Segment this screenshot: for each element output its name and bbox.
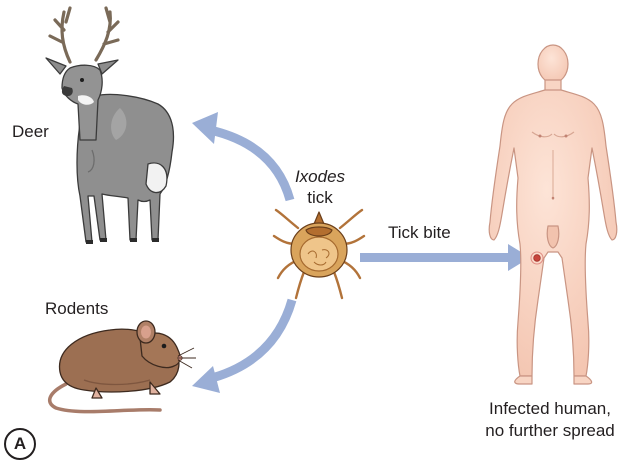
- label-outcome-line2: no further spread: [466, 421, 634, 441]
- label-vector-word: tick: [282, 188, 358, 208]
- human-illustration: [489, 45, 617, 384]
- rodent-illustration: [50, 321, 196, 412]
- arrow-tick-to-deer: [192, 112, 290, 200]
- label-rodents: Rodents: [45, 299, 108, 319]
- panel-badge: A: [4, 428, 36, 460]
- label-outcome-line1: Infected human,: [466, 399, 634, 419]
- label-vector-genus: Ixodes: [282, 167, 358, 187]
- label-transmission: Tick bite: [388, 223, 451, 243]
- deer-illustration: [46, 8, 173, 244]
- tick-illustration: [274, 210, 364, 298]
- label-deer: Deer: [12, 122, 49, 142]
- arrow-tick-to-rodents: [192, 300, 292, 393]
- arrow-tick-to-human: [360, 244, 530, 271]
